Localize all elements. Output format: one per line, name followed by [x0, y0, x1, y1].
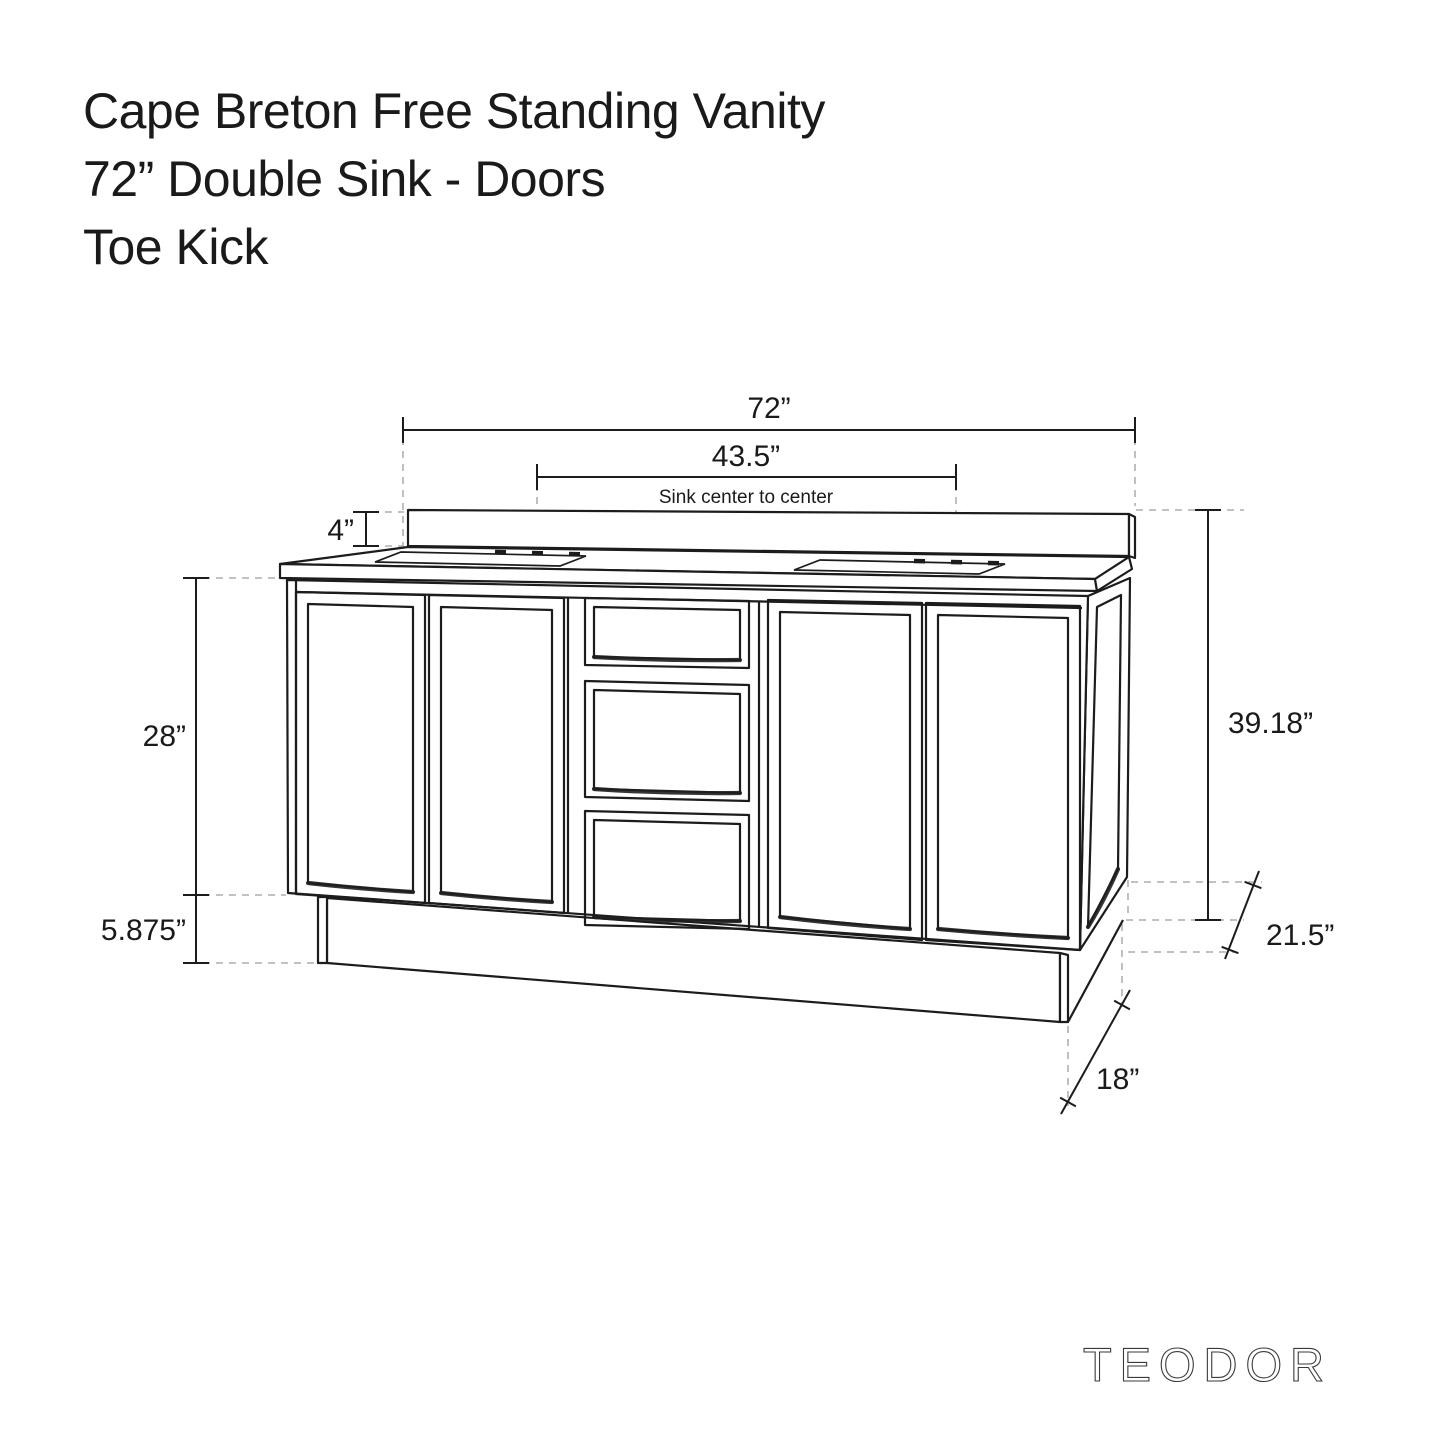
dim-overall-width: 72”	[402, 392, 1136, 443]
toe-kick-height-label: 5.875”	[101, 914, 186, 947]
overall-width-label: 72”	[747, 392, 790, 425]
faucet-holes-right	[913, 558, 1000, 566]
cabinet-height-label: 28”	[143, 720, 186, 753]
title-block: Cape Breton Free Standing Vanity 72” Dou…	[83, 83, 826, 275]
toe-kick-depth-label: 18”	[1096, 1063, 1139, 1096]
sink-left	[374, 549, 587, 567]
toe-kick	[316, 895, 1124, 1024]
depth-label: 21.5”	[1266, 919, 1334, 952]
dim-toe-kick-depth: 18”	[1059, 989, 1139, 1115]
backsplash-height-label: 4”	[327, 514, 354, 547]
dim-depth: 21.5”	[1221, 870, 1334, 960]
vanity-illustration	[278, 508, 1137, 1024]
dim-total-height: 39.18”	[1195, 509, 1313, 921]
faucet-holes-left	[494, 549, 581, 557]
brand-logo: TEODOR	[1083, 1338, 1332, 1391]
sink-spacing-label: 43.5”	[712, 440, 780, 473]
sink-spacing-note: Sink center to center	[659, 487, 834, 508]
door-left-outer	[294, 590, 427, 905]
extension-lines	[203, 438, 1262, 1106]
total-height-label: 39.18”	[1228, 707, 1313, 740]
dimension-annotations: 72” 43.5” Sink center to center 4” 28” 5…	[101, 392, 1334, 1115]
dim-backsplash-height: 4”	[327, 511, 379, 547]
sink-right	[793, 558, 1006, 575]
door-right-inner	[766, 598, 924, 942]
dim-toe-kick-height: 5.875”	[101, 895, 209, 964]
drawer-stack	[566, 596, 761, 931]
door-right-outer	[924, 601, 1082, 952]
title-line-1: Cape Breton Free Standing Vanity	[83, 83, 825, 139]
drawer-top	[583, 596, 751, 670]
dim-sink-spacing: 43.5” Sink center to center	[536, 440, 957, 508]
title-line-3: Toe Kick	[83, 219, 269, 275]
title-line-2: 72” Double Sink - Doors	[83, 151, 605, 207]
drawer-middle	[583, 679, 751, 803]
drawer-bottom	[583, 809, 751, 931]
cabinet-front	[285, 578, 1090, 952]
dim-cabinet-height: 28”	[143, 577, 209, 896]
door-left-inner	[427, 593, 566, 915]
